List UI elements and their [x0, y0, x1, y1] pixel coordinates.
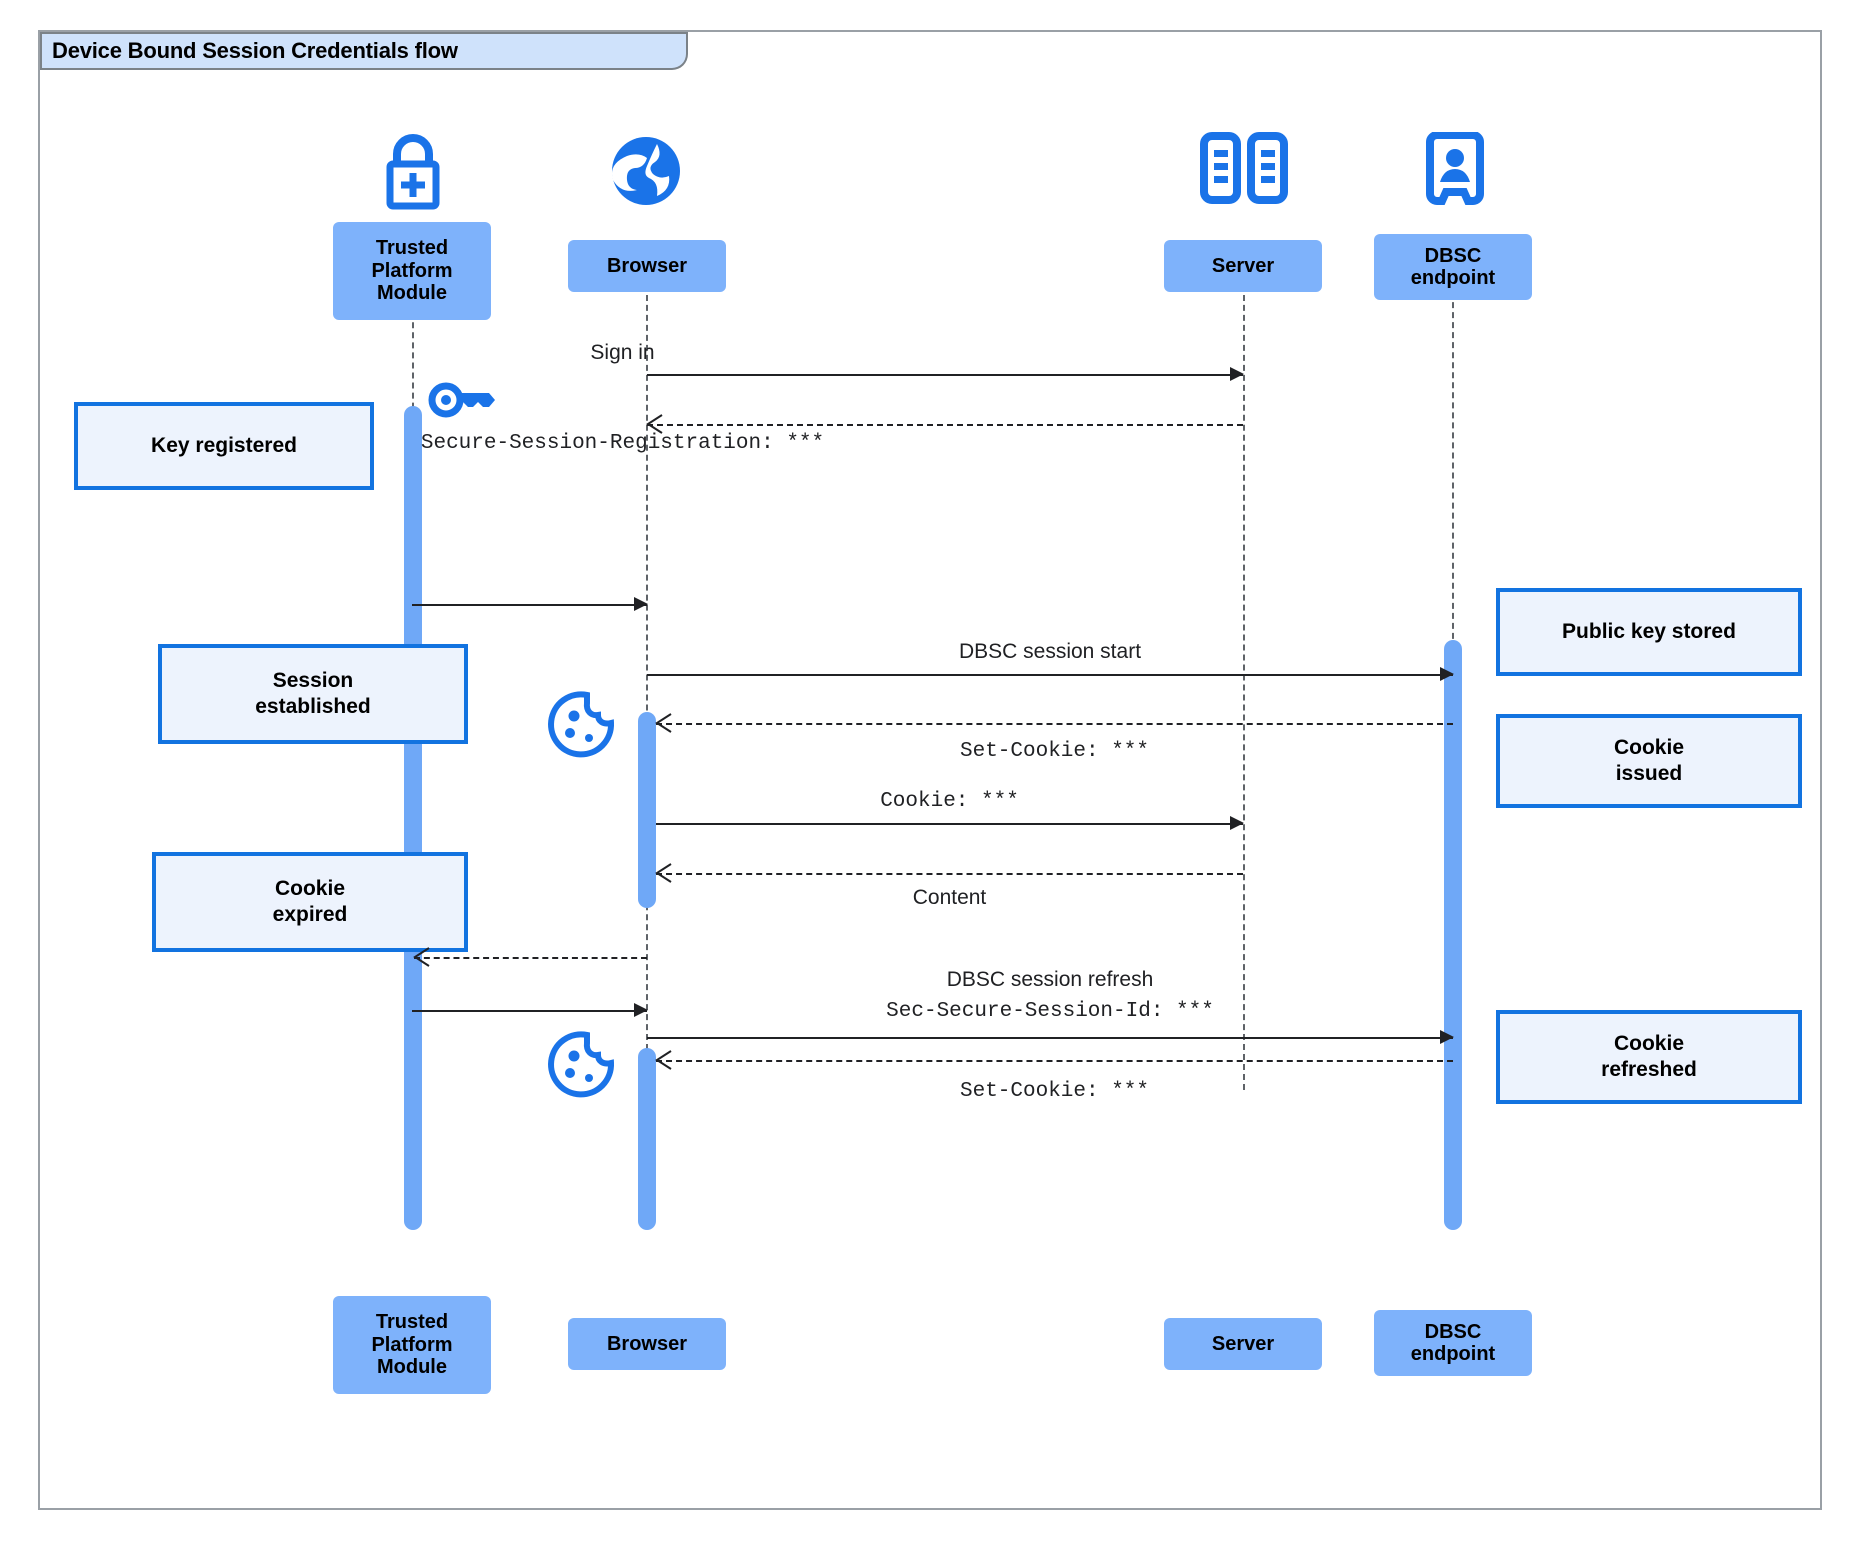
cookie-icon — [546, 1028, 618, 1105]
message-label-sign-in: Sign in — [590, 341, 655, 364]
cookie-icon — [546, 688, 618, 765]
diagram-title-tab: Device Bound Session Credentials flow — [40, 32, 688, 70]
activation-browser-1 — [638, 712, 656, 908]
actor-browser-bottom[interactable]: Browser — [568, 1318, 726, 1370]
note-key-registered: Key registered — [74, 402, 374, 490]
message-label-cookie: Cookie: *** — [880, 790, 1019, 813]
activation-browser-2 — [638, 1048, 656, 1230]
message-label-sec-secure-session-id: Sec-Secure-Session-Id: *** — [886, 1000, 1214, 1023]
actor-tpm-label: Trusted Platform Module — [371, 237, 453, 305]
lifeline-browser — [646, 245, 648, 1090]
actor-server-label-bottom: Server — [1211, 1332, 1275, 1355]
actor-tpm-bottom[interactable]: Trusted Platform Module — [333, 1296, 491, 1394]
globe-icon — [605, 130, 687, 217]
message-label-set-cookie-1: Set-Cookie: *** — [959, 740, 1150, 763]
padlock-plus-icon — [371, 128, 455, 217]
title-tab-notch — [660, 32, 688, 70]
page-title: Device Bound Session Credentials flow — [52, 38, 458, 63]
message-label-secure-session-registration: Secure-Session-Registration: *** — [420, 432, 825, 455]
actor-server-top[interactable]: Server — [1164, 240, 1322, 292]
message-label-dbsc-session-refresh: DBSC session refresh — [946, 968, 1154, 991]
actor-tpm-top[interactable]: Trusted Platform Module — [333, 222, 491, 320]
note-public-key-stored-text: Public key stored — [1562, 620, 1736, 644]
server-racks-icon — [1198, 130, 1290, 211]
actor-server-label: Server — [1211, 254, 1275, 277]
id-badge-icon — [1424, 131, 1486, 213]
note-public-key-stored: Public key stored — [1496, 588, 1802, 676]
activation-tpm — [404, 406, 422, 1230]
actor-browser-label-bottom: Browser — [606, 1332, 688, 1355]
actor-tpm-label-bottom: Trusted Platform Module — [371, 1311, 453, 1379]
activation-dbsc — [1444, 640, 1462, 1230]
message-label-content: Content — [912, 886, 987, 909]
actor-browser-label: Browser — [606, 254, 688, 277]
message-label-set-cookie-2: Set-Cookie: *** — [959, 1080, 1150, 1103]
note-key-registered-text: Key registered — [151, 434, 297, 458]
lifeline-server — [1243, 245, 1245, 1090]
key-icon — [428, 378, 496, 427]
actor-browser-top[interactable]: Browser — [568, 240, 726, 292]
message-label-dbsc-session-start: DBSC session start — [958, 640, 1142, 663]
actor-server-bottom[interactable]: Server — [1164, 1318, 1322, 1370]
